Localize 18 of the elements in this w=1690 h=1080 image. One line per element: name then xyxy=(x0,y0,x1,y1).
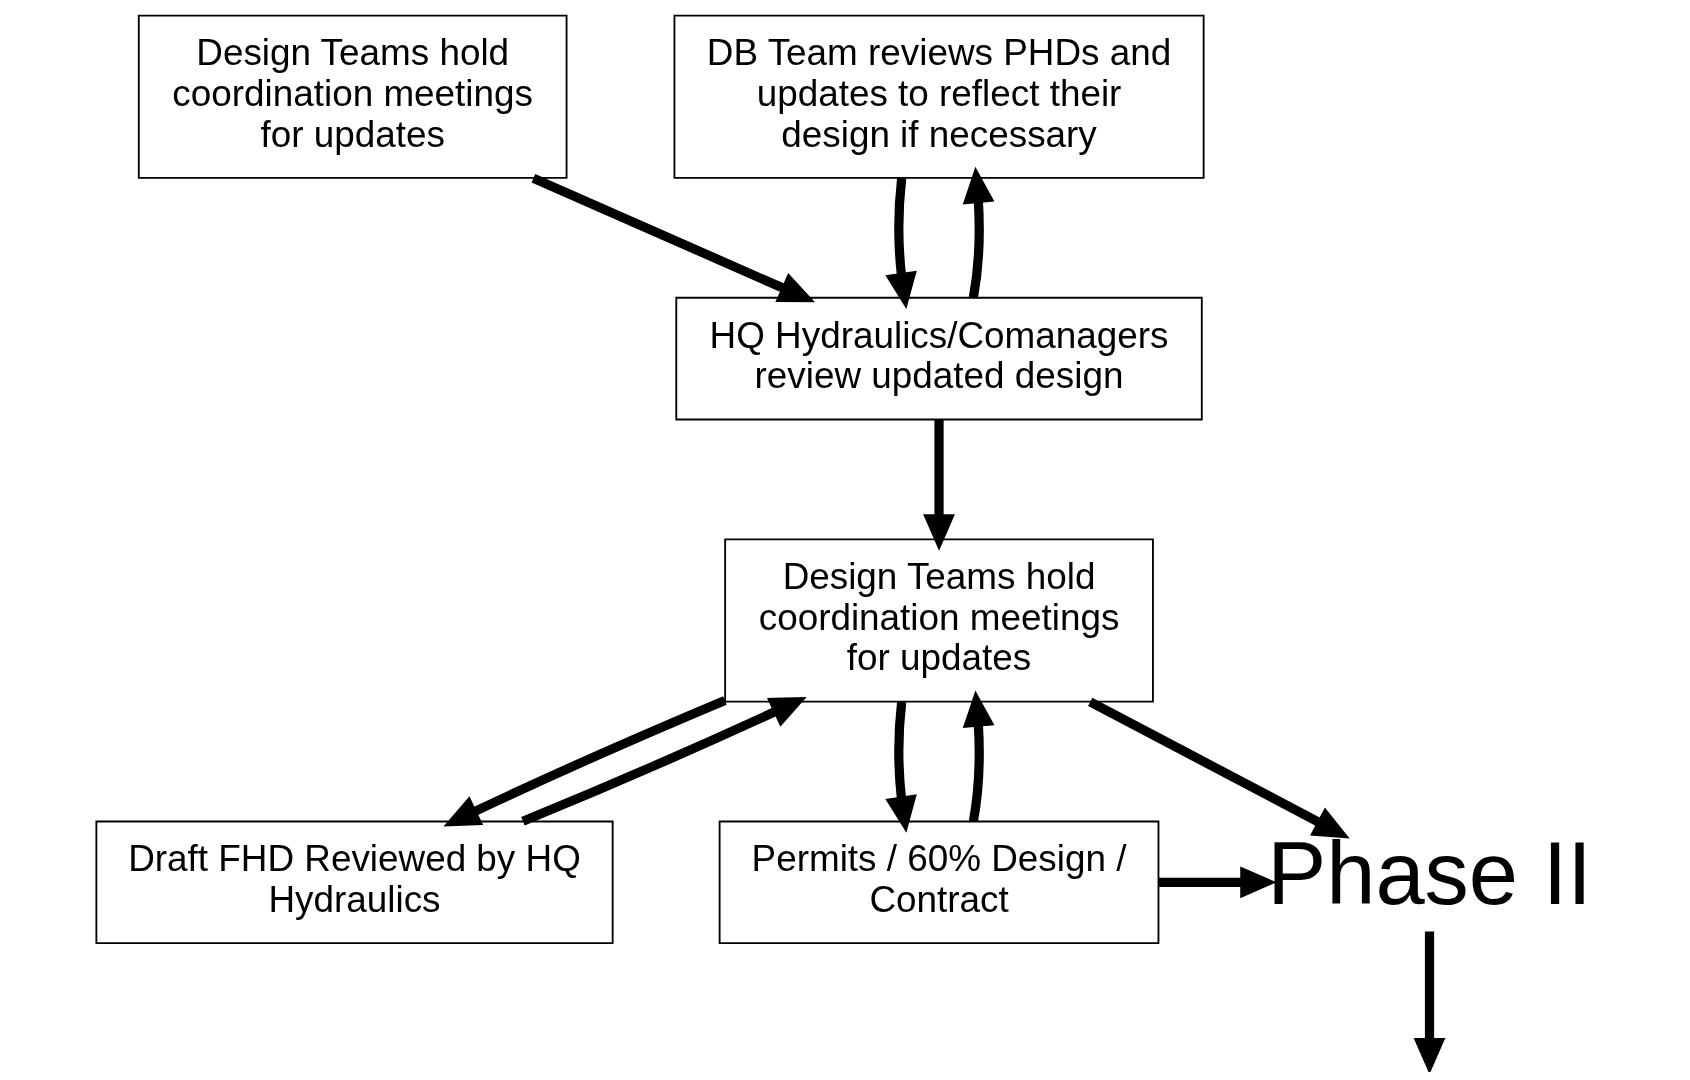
node-text: Phase II xyxy=(1267,824,1592,924)
node-box: Design Teams hold coordination meetings for updates xyxy=(724,538,1154,703)
arrow xyxy=(1088,697,1350,839)
arrow xyxy=(885,177,917,309)
node-box: Permits / 60% Design / Contract xyxy=(718,820,1160,945)
arrow xyxy=(962,166,995,299)
node-box: HQ Hydraulics/Comanagers review updated design xyxy=(675,296,1203,421)
arrow xyxy=(923,419,955,551)
arrow xyxy=(531,174,816,303)
arrow xyxy=(885,701,917,833)
node-box: Design Teams hold coordination meetings for updates xyxy=(137,14,568,179)
arrow xyxy=(443,696,727,827)
node-box: Draft FHD Reviewed by HQ Hydraulics xyxy=(95,820,614,945)
arrow xyxy=(1413,931,1446,1072)
arrow xyxy=(1158,866,1277,899)
arrow xyxy=(521,697,807,826)
node-box: DB Team reviews PHDs and updates to reflect their design if necessary xyxy=(673,14,1205,179)
arrow xyxy=(962,690,995,823)
